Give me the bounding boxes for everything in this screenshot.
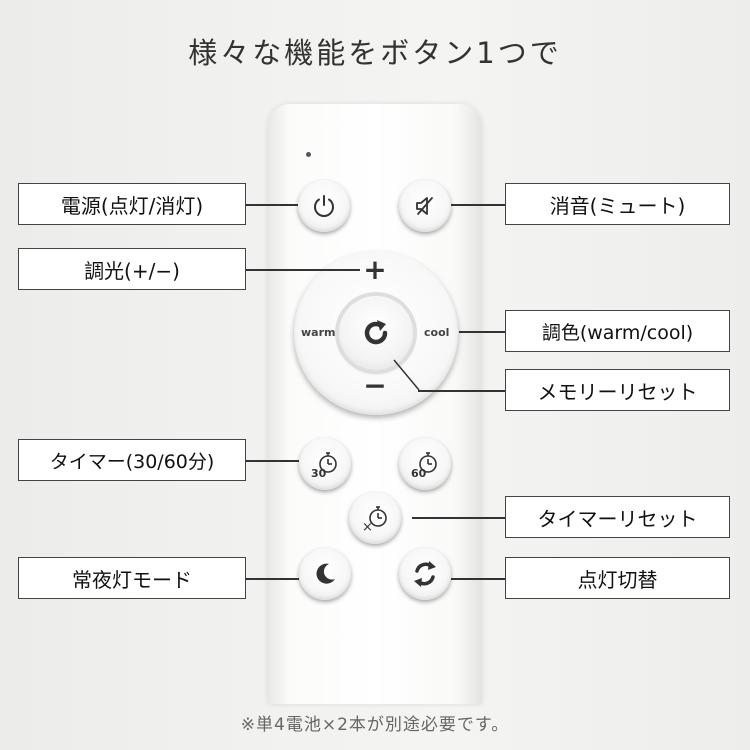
timer-30-text: 30 xyxy=(311,467,327,480)
switch-button[interactable] xyxy=(399,548,451,600)
callout-line-memory-reset xyxy=(418,390,505,392)
indicator-led xyxy=(306,152,311,157)
callout-line-timer-reset xyxy=(412,517,505,519)
label-night-mode: 常夜灯モード xyxy=(18,557,246,599)
callout-line-timer xyxy=(246,460,299,462)
page-title: 様々な機能をボタン1つで xyxy=(188,36,562,70)
label-mute: 消音(ミュート) xyxy=(505,183,730,225)
callout-line-mute xyxy=(451,204,505,206)
power-button[interactable] xyxy=(298,180,350,232)
timer-reset-button[interactable]: × xyxy=(349,492,401,544)
stopwatch-icon: 60 xyxy=(411,452,437,480)
callout-line-night-mode xyxy=(246,578,299,580)
label-switch: 点灯切替 xyxy=(505,557,730,599)
color-warm-button[interactable]: warm xyxy=(301,326,336,339)
timer-reset-text: × xyxy=(362,520,373,535)
label-dimmer: 調光(+/−) xyxy=(18,248,246,290)
stopwatch-cancel-icon: × xyxy=(362,506,387,535)
timer-30-button[interactable]: 30 xyxy=(299,438,351,490)
night-mode-button[interactable] xyxy=(299,548,351,600)
dimmer-plus-button[interactable]: + xyxy=(363,253,387,286)
memory-reset-button[interactable] xyxy=(339,296,413,370)
label-power: 電源(点灯/消灯) xyxy=(18,183,246,225)
battery-footnote: ※単4電池×2本が別途必要です。 xyxy=(240,715,510,735)
color-cool-button[interactable]: cool xyxy=(424,326,450,339)
refresh-icon xyxy=(364,320,388,345)
label-memory-reset: メモリーリセット xyxy=(505,369,730,411)
callout-line-power xyxy=(246,204,298,206)
timer-60-text: 60 xyxy=(411,467,427,480)
callout-line-dimmer xyxy=(246,269,360,271)
power-icon xyxy=(314,195,334,217)
timer-60-button[interactable]: 60 xyxy=(399,438,451,490)
callout-line-memory-reset-diagonal xyxy=(393,359,420,391)
moon-icon xyxy=(316,563,335,584)
dimmer-minus-button[interactable]: − xyxy=(363,369,387,402)
callout-line-color xyxy=(459,331,505,333)
callout-line-switch xyxy=(451,578,505,580)
label-timer-reset: タイマーリセット xyxy=(505,496,730,538)
cycle-arrows-icon xyxy=(414,561,436,587)
mute-speaker-icon xyxy=(416,197,433,215)
label-timer: タイマー(30/60分) xyxy=(18,439,246,481)
mute-button[interactable] xyxy=(399,180,451,232)
label-color: 調色(warm/cool) xyxy=(505,310,730,352)
stopwatch-icon: 30 xyxy=(311,452,337,480)
